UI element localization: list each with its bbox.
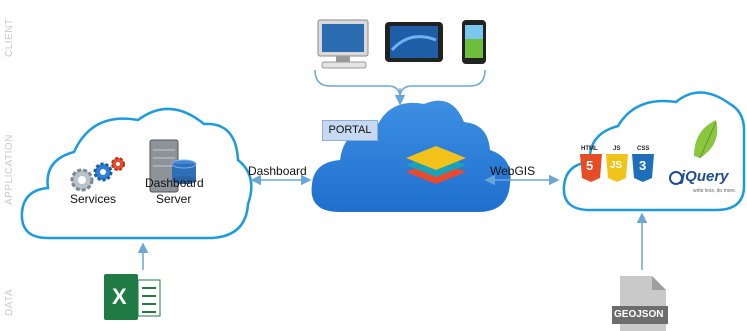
js-label: JS	[613, 146, 621, 152]
portal-label: PORTAL	[322, 120, 378, 141]
left-cloud	[20, 107, 253, 240]
right-cloud	[562, 91, 746, 212]
server-icon	[149, 139, 197, 193]
jquery-leaf-icon	[669, 120, 718, 185]
dashboard-connector-label: Dashboard	[248, 164, 307, 178]
jquery-logo: jQuery	[681, 168, 729, 185]
webgis-connector-label: WebGIS	[490, 164, 536, 178]
js-number: JS	[610, 160, 623, 171]
css3-icon	[632, 154, 654, 182]
tablet-icon	[385, 22, 443, 62]
html5-icon	[580, 154, 602, 182]
excel-letter: X	[112, 284, 127, 309]
css3-number: 3	[639, 158, 647, 173]
services-label: Services	[70, 192, 117, 206]
js-icon	[606, 154, 628, 182]
excel-icon	[104, 274, 161, 320]
geojson-label: GEOJSON	[614, 309, 664, 320]
phone-icon	[462, 20, 486, 64]
dashboard-server-label-line2: Server	[156, 192, 192, 206]
layers-icon	[406, 146, 466, 184]
gears-icon	[70, 157, 125, 192]
geojson-file-icon	[612, 276, 668, 331]
css3-label: CSS	[637, 146, 650, 152]
jquery-tagline: write less, do more.	[693, 188, 737, 194]
monitor-icon	[317, 19, 369, 69]
dashboard-server-label-line1: Dashboard	[145, 176, 204, 190]
html5-label: HTML	[581, 146, 598, 152]
html5-number: 5	[586, 158, 594, 173]
